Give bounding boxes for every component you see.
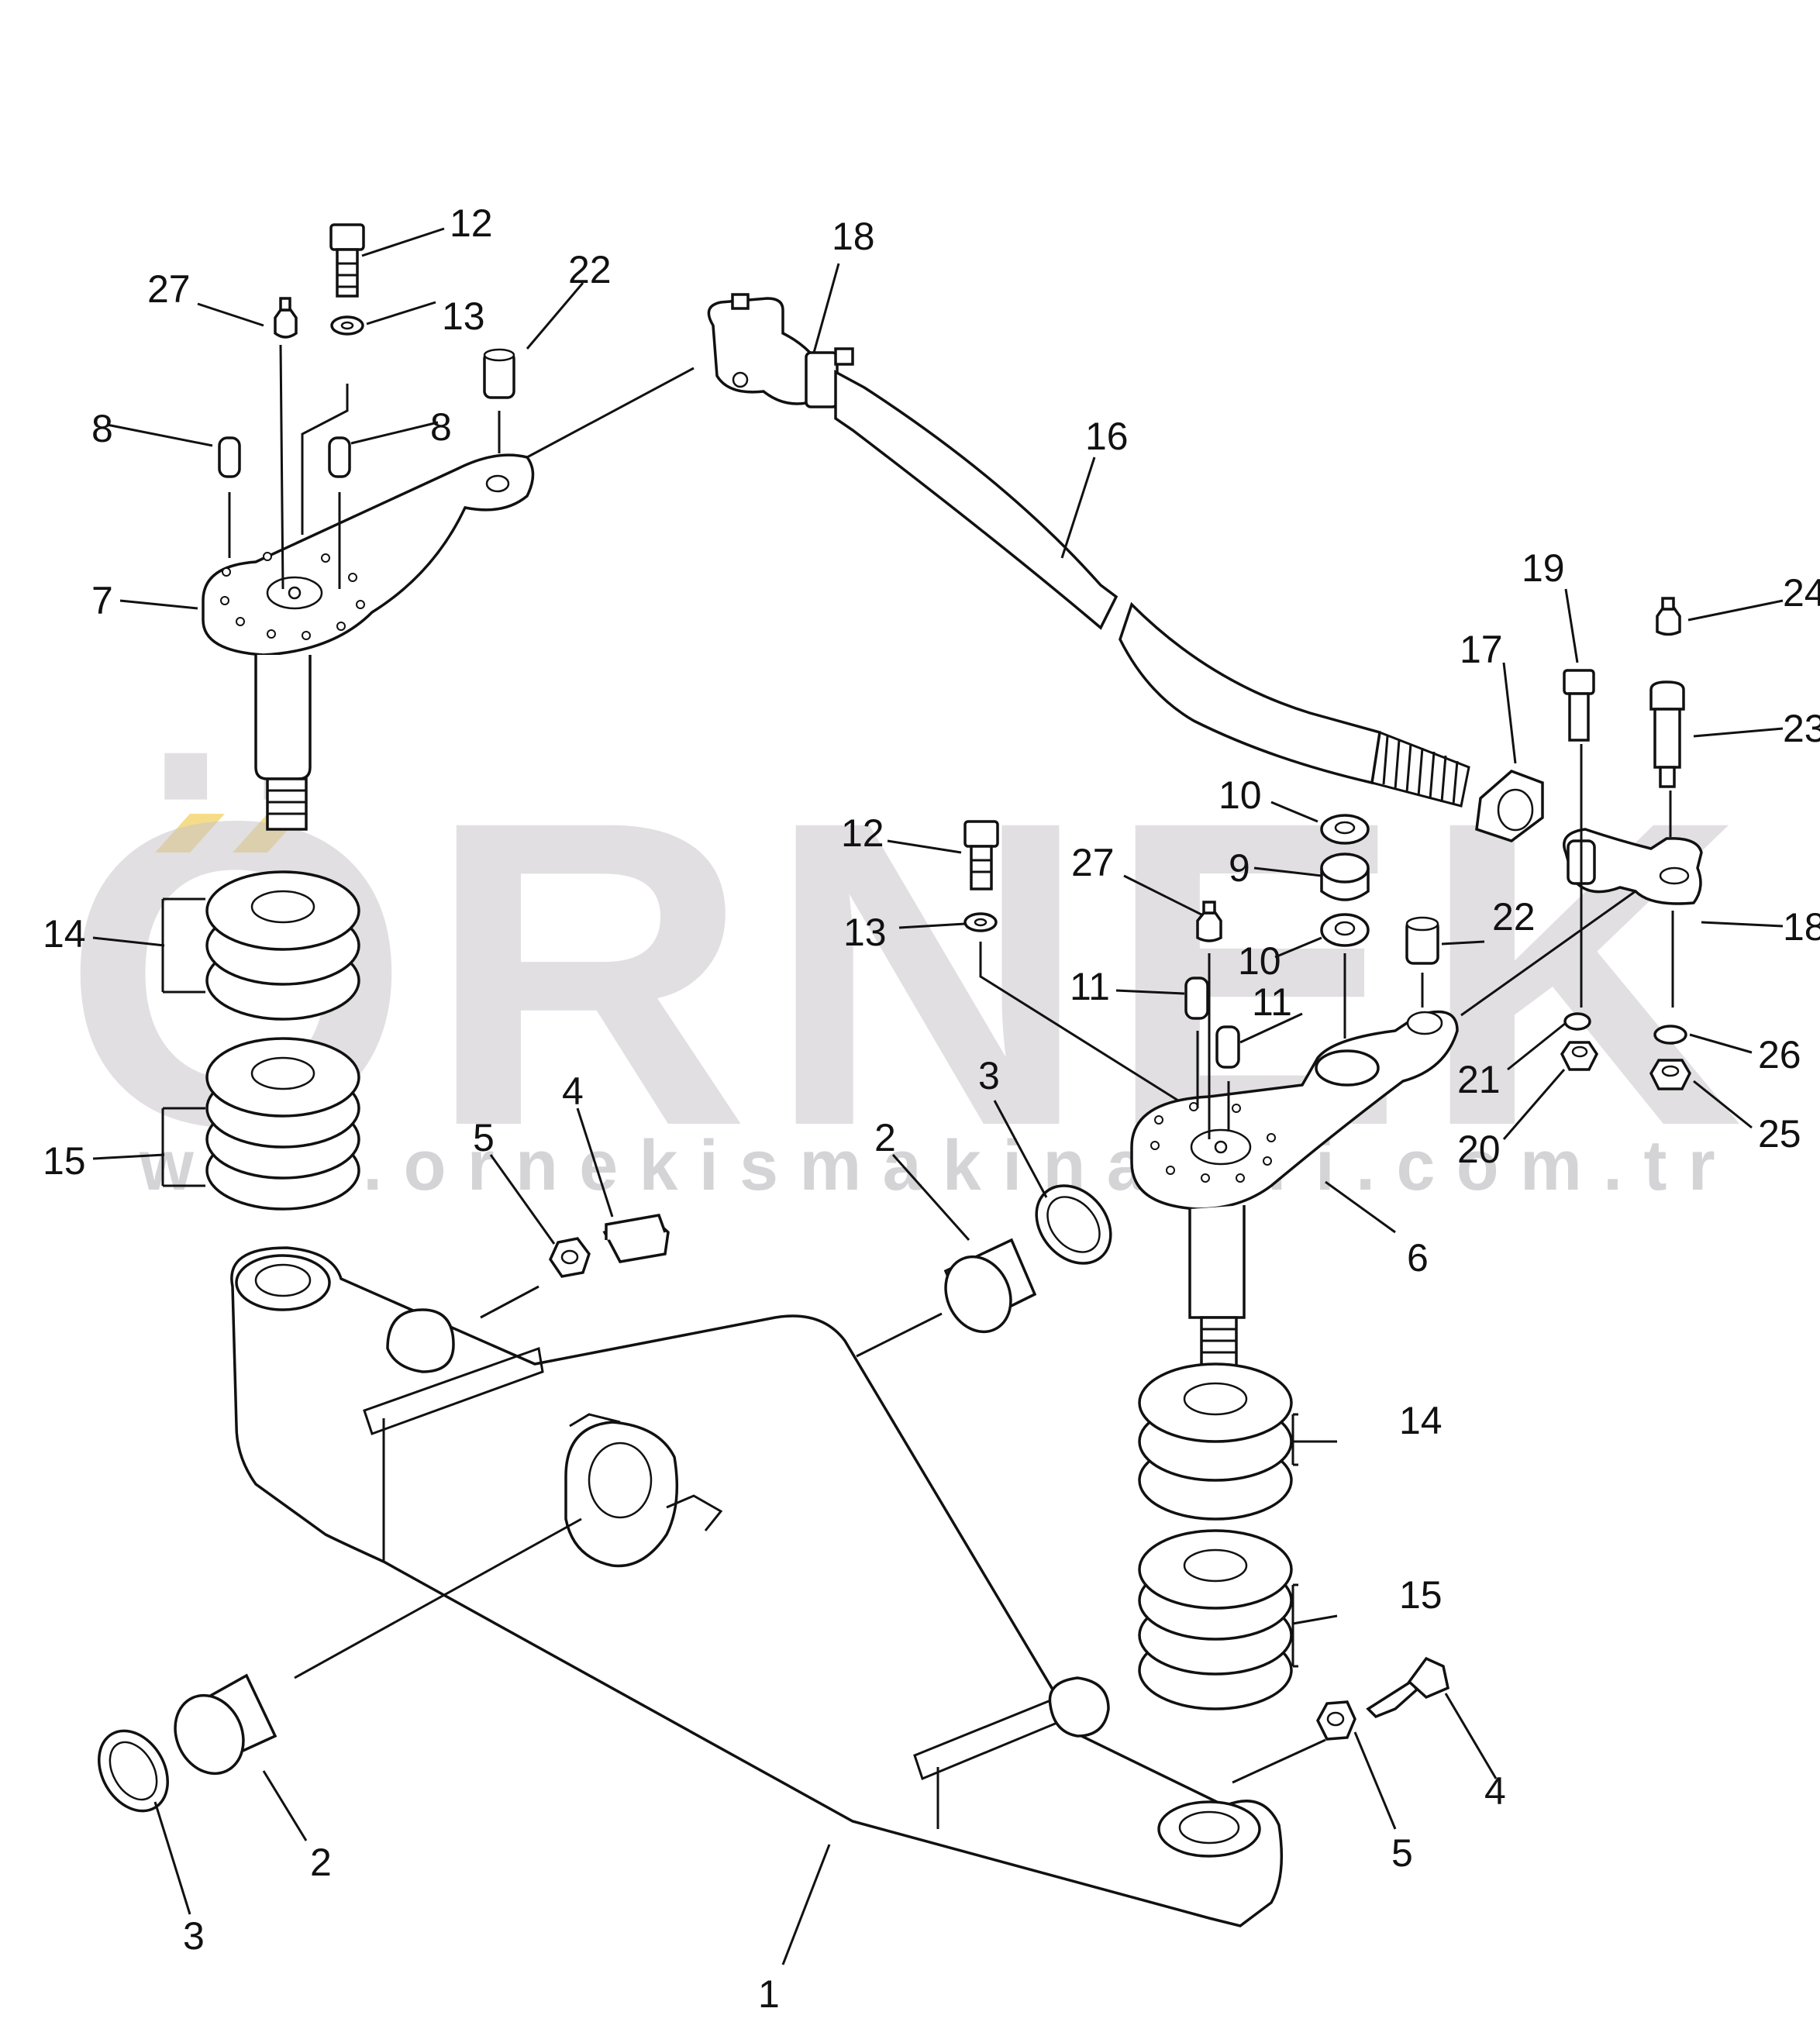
callout-18: 18 [832,215,875,258]
part-13-washer-middle [963,912,998,932]
callout-22: 22 [1492,895,1536,939]
part-16-drag-link [834,370,1470,808]
callout-12: 12 [450,202,493,245]
callout-26: 26 [1758,1033,1801,1076]
callout-24: 24 [1783,571,1820,615]
part-3-seal-upper [1035,1184,1112,1265]
callout-18: 18 [1783,905,1820,949]
callout-4: 4 [1484,1769,1506,1813]
part-8-pin-left [218,436,241,478]
part-3-seal-lower [98,1729,169,1813]
part-13-washer-upper [330,315,364,336]
callout-10: 10 [1238,939,1281,983]
part-2-bushing-upper [943,1238,1037,1334]
callout-2: 2 [874,1116,896,1159]
part-12-bolt-middle [963,820,999,890]
callout-7: 7 [91,579,113,622]
callout-14: 14 [1399,1399,1443,1442]
part-10-seal-upper [1320,814,1370,845]
callout-8: 8 [91,407,113,450]
callout-15: 15 [1399,1573,1443,1617]
callout-11: 11 [1252,980,1292,1024]
callout-3: 3 [978,1054,1000,1097]
part-15-shims-left [205,1037,360,1211]
part-10-seal-lower [1320,913,1370,947]
callout-5: 5 [473,1116,495,1159]
callout-labels: 12 27 13 22 18 8 8 7 16 19 24 17 23 10 1… [43,202,1820,2016]
callout-3: 3 [183,1914,205,1958]
part-21-washer [1563,1012,1591,1031]
part-27-grease-fitting-upper [274,297,298,339]
callout-14: 14 [43,912,86,956]
part-14-shims-right [1138,1362,1293,1521]
part-20-nut [1560,1041,1599,1071]
callout-11: 11 [1070,965,1110,1008]
callout-15: 15 [43,1139,86,1183]
callout-13: 13 [442,295,485,338]
part-25-nut [1649,1059,1691,1090]
part-6-steering-arm [1130,1010,1459,1369]
callout-8: 8 [430,405,452,449]
callout-20: 20 [1457,1128,1501,1171]
part-2-bushing-lower [174,1673,277,1776]
callout-12: 12 [841,811,884,855]
part-11-pin-right [1215,1025,1240,1069]
part-8-pin-right [328,436,351,478]
callout-16: 16 [1085,415,1129,458]
callout-2: 2 [310,1841,332,1884]
part-5-nut-lower [1316,1700,1356,1741]
callout-4: 4 [562,1070,584,1113]
part-9-bushing [1320,853,1370,901]
watermark-accent-mark [155,814,225,853]
part-19-bolt [1563,669,1595,742]
callout-9: 9 [1229,846,1250,890]
callout-27: 27 [1071,841,1115,884]
part-1-axle-beam [230,1246,1284,1927]
callout-17: 17 [1460,628,1503,671]
part-18-clevis-upper [707,293,854,408]
part-14-shims-left [205,870,360,1021]
callout-21: 21 [1457,1058,1501,1101]
part-17-nut [1475,769,1544,842]
part-12-bolt-upper [329,223,365,298]
part-4-bolt-lower [1366,1656,1450,1719]
callout-13: 13 [843,911,887,954]
callout-22: 22 [568,248,612,291]
part-26-washer [1653,1025,1687,1045]
part-22-bushing-upper [483,348,515,399]
callout-25: 25 [1758,1112,1801,1156]
leader-lines [92,227,1784,1965]
callout-10: 10 [1219,773,1262,817]
part-24-grease-fitting [1656,597,1681,636]
callout-27: 27 [147,267,191,311]
part-4-bolt-upper [602,1214,670,1263]
part-15-shims-right [1138,1529,1293,1710]
part-23-bolt [1649,680,1685,788]
callout-6: 6 [1407,1236,1429,1280]
part-22-bushing-middle [1405,916,1439,965]
part-7-steering-arm [202,453,535,831]
callout-23: 23 [1783,707,1820,750]
callout-1: 1 [758,1972,780,2016]
part-11-pin-left [1184,977,1209,1020]
callout-5: 5 [1391,1831,1413,1875]
callout-19: 19 [1522,546,1565,590]
part-27-grease-fitting-middle [1196,901,1222,942]
part-5-nut-upper [548,1237,591,1278]
